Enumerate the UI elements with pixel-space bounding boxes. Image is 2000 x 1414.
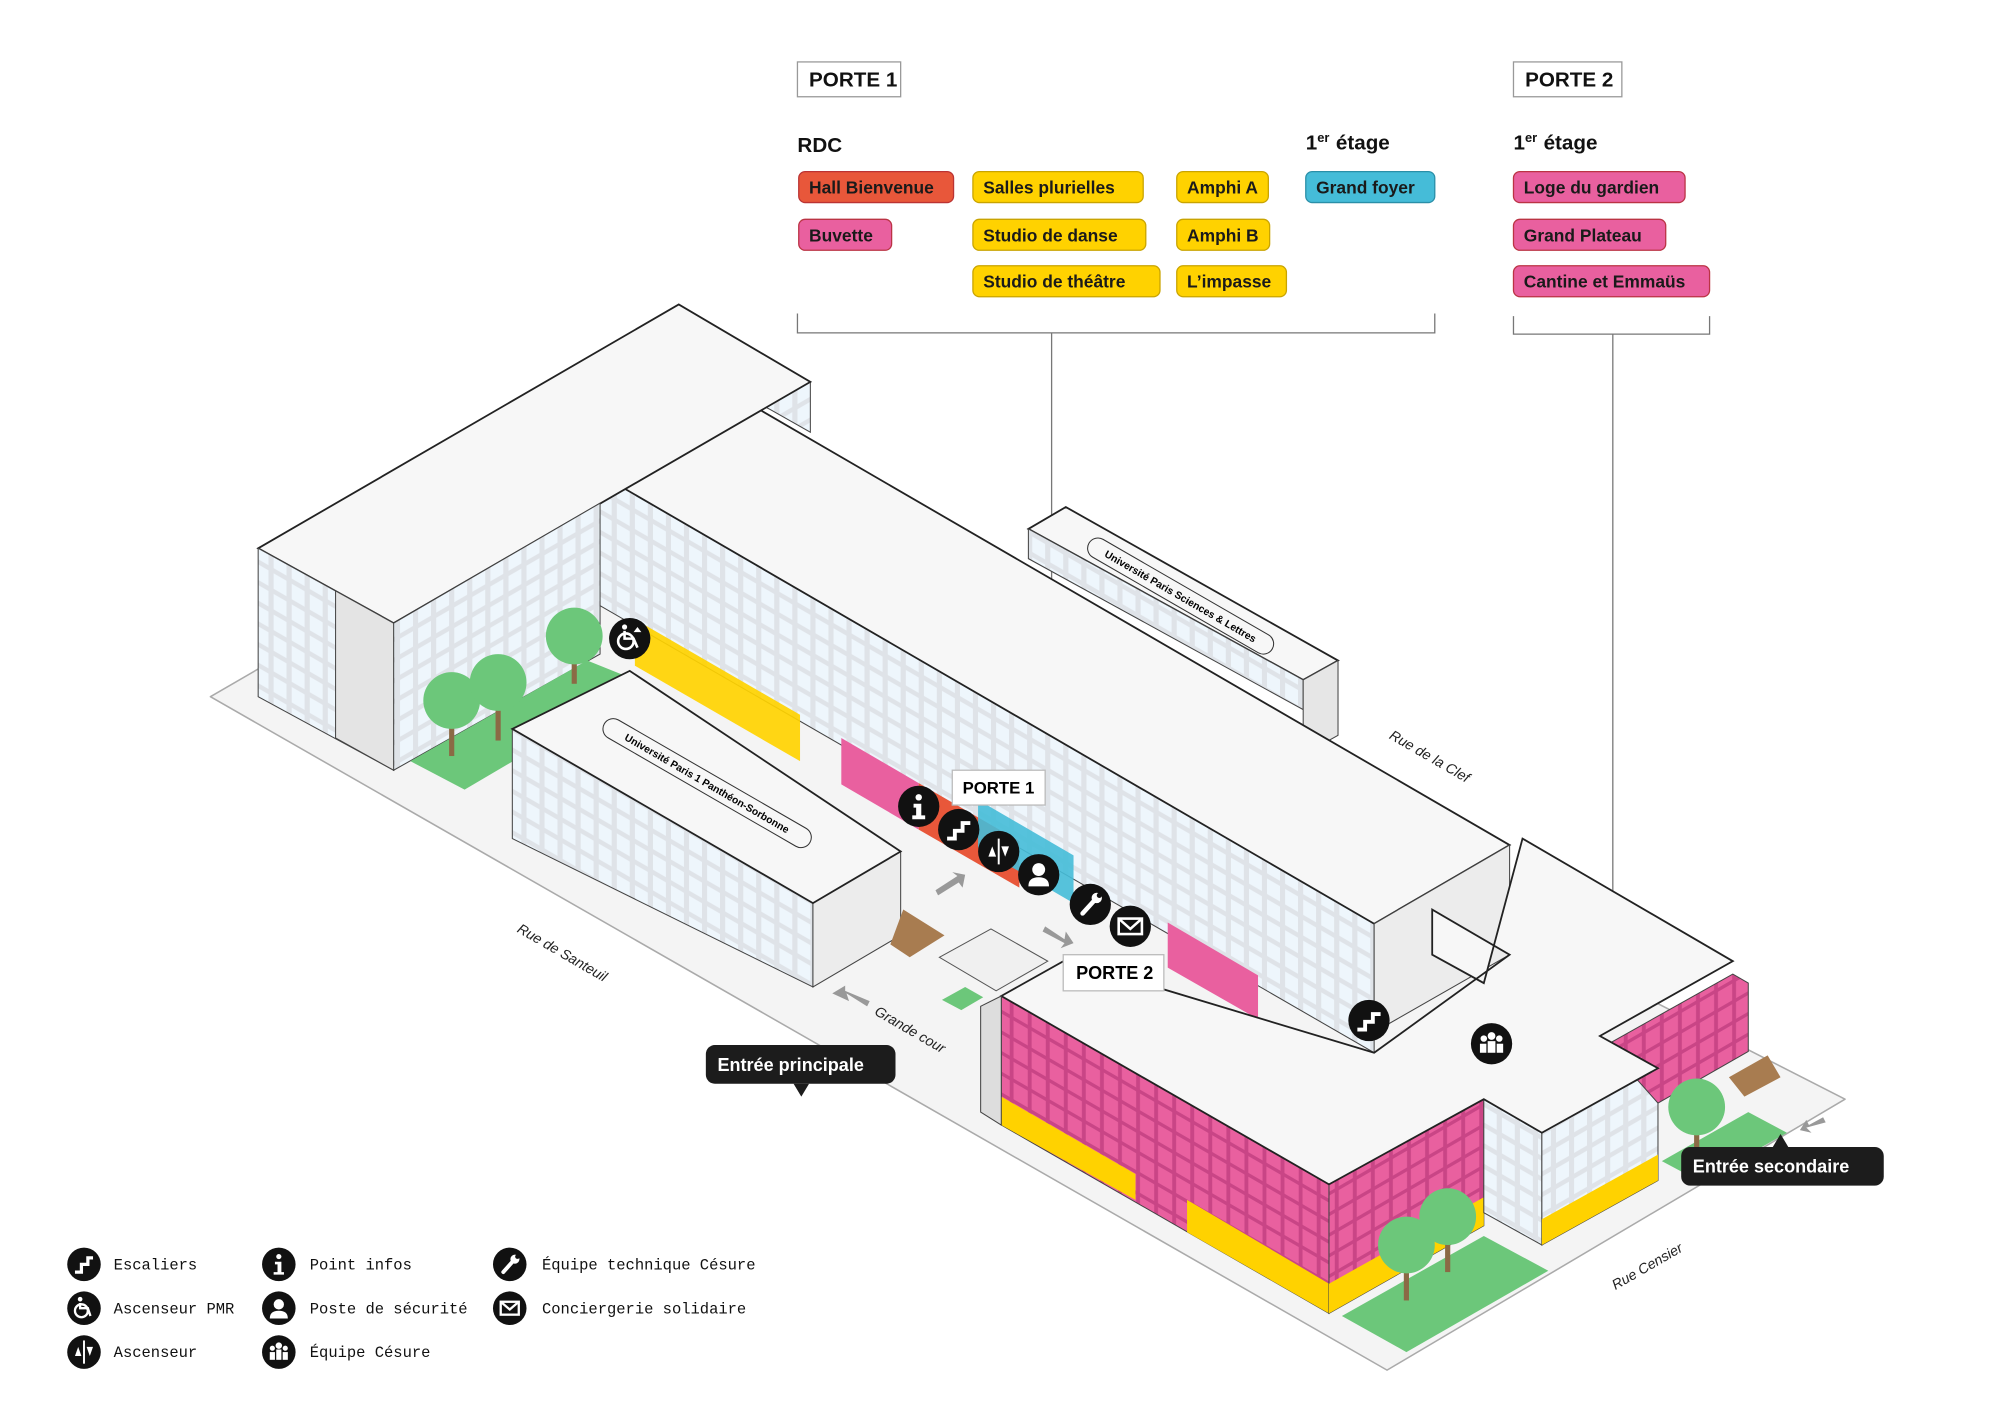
mail-icon[interactable] — [1109, 905, 1151, 947]
building-right-block — [980, 837, 1749, 1315]
wheelchair-elevator-icon[interactable] — [609, 617, 651, 660]
legend-item-poste-securite: Poste de sécurité — [262, 1291, 468, 1325]
map-porte2-label[interactable]: PORTE 2 — [1062, 954, 1165, 992]
tag-studio-theatre[interactable]: Studio de théâtre — [972, 265, 1161, 298]
svg-text:Hall Bienvenue: Hall Bienvenue — [809, 178, 934, 198]
band-pink-2 — [1167, 922, 1259, 1020]
wooden-deck-right — [1728, 1055, 1781, 1097]
tag-limpasse[interactable]: L’impasse — [1176, 265, 1288, 298]
svg-text:Ascenseur: Ascenseur — [114, 1344, 198, 1362]
street-clef: Rue de la Clef — [1386, 728, 1474, 788]
courtyard-stair-structure — [938, 928, 1049, 992]
svg-text:Studio de théâtre: Studio de théâtre — [983, 272, 1125, 292]
trees — [423, 607, 1726, 1301]
wrench-icon[interactable] — [1069, 883, 1111, 926]
svg-text:Loge du gardien: Loge du gardien — [1524, 178, 1659, 198]
entree-principale-callout[interactable]: Entrée principale — [705, 1045, 896, 1097]
svg-text:Amphi B: Amphi B — [1187, 225, 1259, 245]
svg-text:Studio de danse: Studio de danse — [983, 225, 1118, 245]
svg-text:Grand Plateau: Grand Plateau — [1524, 225, 1642, 245]
legend-item-ascenseur: Ascenseur — [67, 1335, 197, 1369]
porte2-bracket — [1512, 316, 1711, 960]
building-left-wing — [256, 303, 813, 772]
svg-text:Conciergerie solidaire: Conciergerie solidaire — [542, 1300, 746, 1318]
porte2-title: PORTE 2 — [1525, 68, 1613, 91]
tag-salles-plurielles[interactable]: Salles plurielles — [972, 170, 1144, 204]
tag-grand-plateau[interactable]: Grand Plateau — [1512, 218, 1667, 251]
svg-text:PORTE 1: PORTE 1 — [963, 778, 1035, 797]
band-yellow — [634, 619, 801, 762]
elevator-icon — [67, 1335, 101, 1369]
wrench-icon — [492, 1247, 527, 1282]
wooden-deck — [890, 909, 945, 958]
building-main-slab — [498, 336, 1512, 1054]
svg-text:Ascenseur PMR: Ascenseur PMR — [114, 1300, 235, 1318]
svg-text:Poste de sécurité: Poste de sécurité — [310, 1300, 468, 1318]
porte1-title: PORTE 1 — [809, 68, 897, 91]
legend: Escaliers Ascenseur PMR Ascenseur Point … — [67, 1247, 756, 1369]
tag-amphi-a[interactable]: Amphi A — [1176, 170, 1269, 204]
svg-text:L’impasse: L’impasse — [1187, 272, 1271, 292]
stairs-icon[interactable] — [1348, 999, 1390, 1042]
stairs-icon[interactable] — [938, 808, 980, 851]
info-icon — [262, 1247, 296, 1282]
svg-text:Équipe Césure: Équipe Césure — [310, 1344, 431, 1362]
tag-grand-foyer[interactable]: Grand foyer — [1305, 170, 1436, 204]
svg-text:Entrée secondaire: Entrée secondaire — [1693, 1157, 1849, 1177]
tag-buvette[interactable]: Buvette — [798, 218, 893, 251]
security-person-icon — [262, 1291, 296, 1325]
legend-item-conciergerie: Conciergerie solidaire — [492, 1291, 746, 1325]
team-icon[interactable] — [1470, 1023, 1513, 1065]
stairs-icon — [67, 1247, 101, 1282]
legend-item-ascenseur-pmr: Ascenseur PMR — [67, 1291, 234, 1325]
security-person-icon[interactable] — [1018, 854, 1060, 896]
info-icon[interactable] — [898, 785, 940, 827]
svg-text:Amphi A: Amphi A — [1187, 178, 1258, 198]
svg-text:Grand foyer: Grand foyer — [1316, 178, 1415, 198]
tag-hall-bienvenue[interactable]: Hall Bienvenue — [798, 170, 955, 204]
lawn-courtyard — [941, 986, 984, 1011]
team-icon — [262, 1335, 296, 1369]
street-santeuil: Rue de Santeuil — [514, 921, 610, 986]
tag-loge-gardien[interactable]: Loge du gardien — [1512, 170, 1686, 204]
rdc-heading: RDC — [797, 134, 842, 157]
svg-text:Salles plurielles: Salles plurielles — [983, 178, 1115, 198]
street-censier: Rue Censier — [1609, 1240, 1686, 1294]
svg-text:Buvette: Buvette — [809, 225, 873, 245]
direction-arrows — [832, 872, 1826, 1133]
svg-text:Entrée principale: Entrée principale — [717, 1055, 863, 1075]
legend-item-escaliers: Escaliers — [67, 1247, 198, 1282]
map-icons — [609, 617, 1513, 1065]
lawn-front — [1341, 1235, 1549, 1353]
tag-cantine-emmaus[interactable]: Cantine et Emmaüs — [1512, 265, 1711, 298]
elevator-icon[interactable] — [978, 830, 1020, 873]
legend-item-point-infos: Point infos — [262, 1247, 412, 1282]
svg-text:Cantine et Emmaüs: Cantine et Emmaüs — [1524, 272, 1686, 292]
legend-item-equipe-technique: Équipe technique Césure — [492, 1247, 756, 1282]
legend-item-equipe-cesure: Équipe Césure — [262, 1335, 430, 1369]
wheelchair-elevator-icon — [67, 1291, 101, 1325]
svg-text:Équipe technique Césure: Équipe technique Césure — [542, 1257, 756, 1275]
tag-studio-danse[interactable]: Studio de danse — [972, 218, 1147, 251]
mail-icon — [492, 1291, 527, 1325]
map-porte1-label[interactable]: PORTE 1 — [951, 769, 1046, 806]
svg-text:PORTE 2: PORTE 2 — [1076, 963, 1153, 983]
svg-text:Escaliers: Escaliers — [114, 1257, 198, 1275]
svg-text:Point infos: Point infos — [310, 1257, 412, 1275]
entree-secondaire-callout[interactable]: Entrée secondaire — [1681, 1134, 1884, 1186]
tag-amphi-b[interactable]: Amphi B — [1176, 218, 1271, 251]
